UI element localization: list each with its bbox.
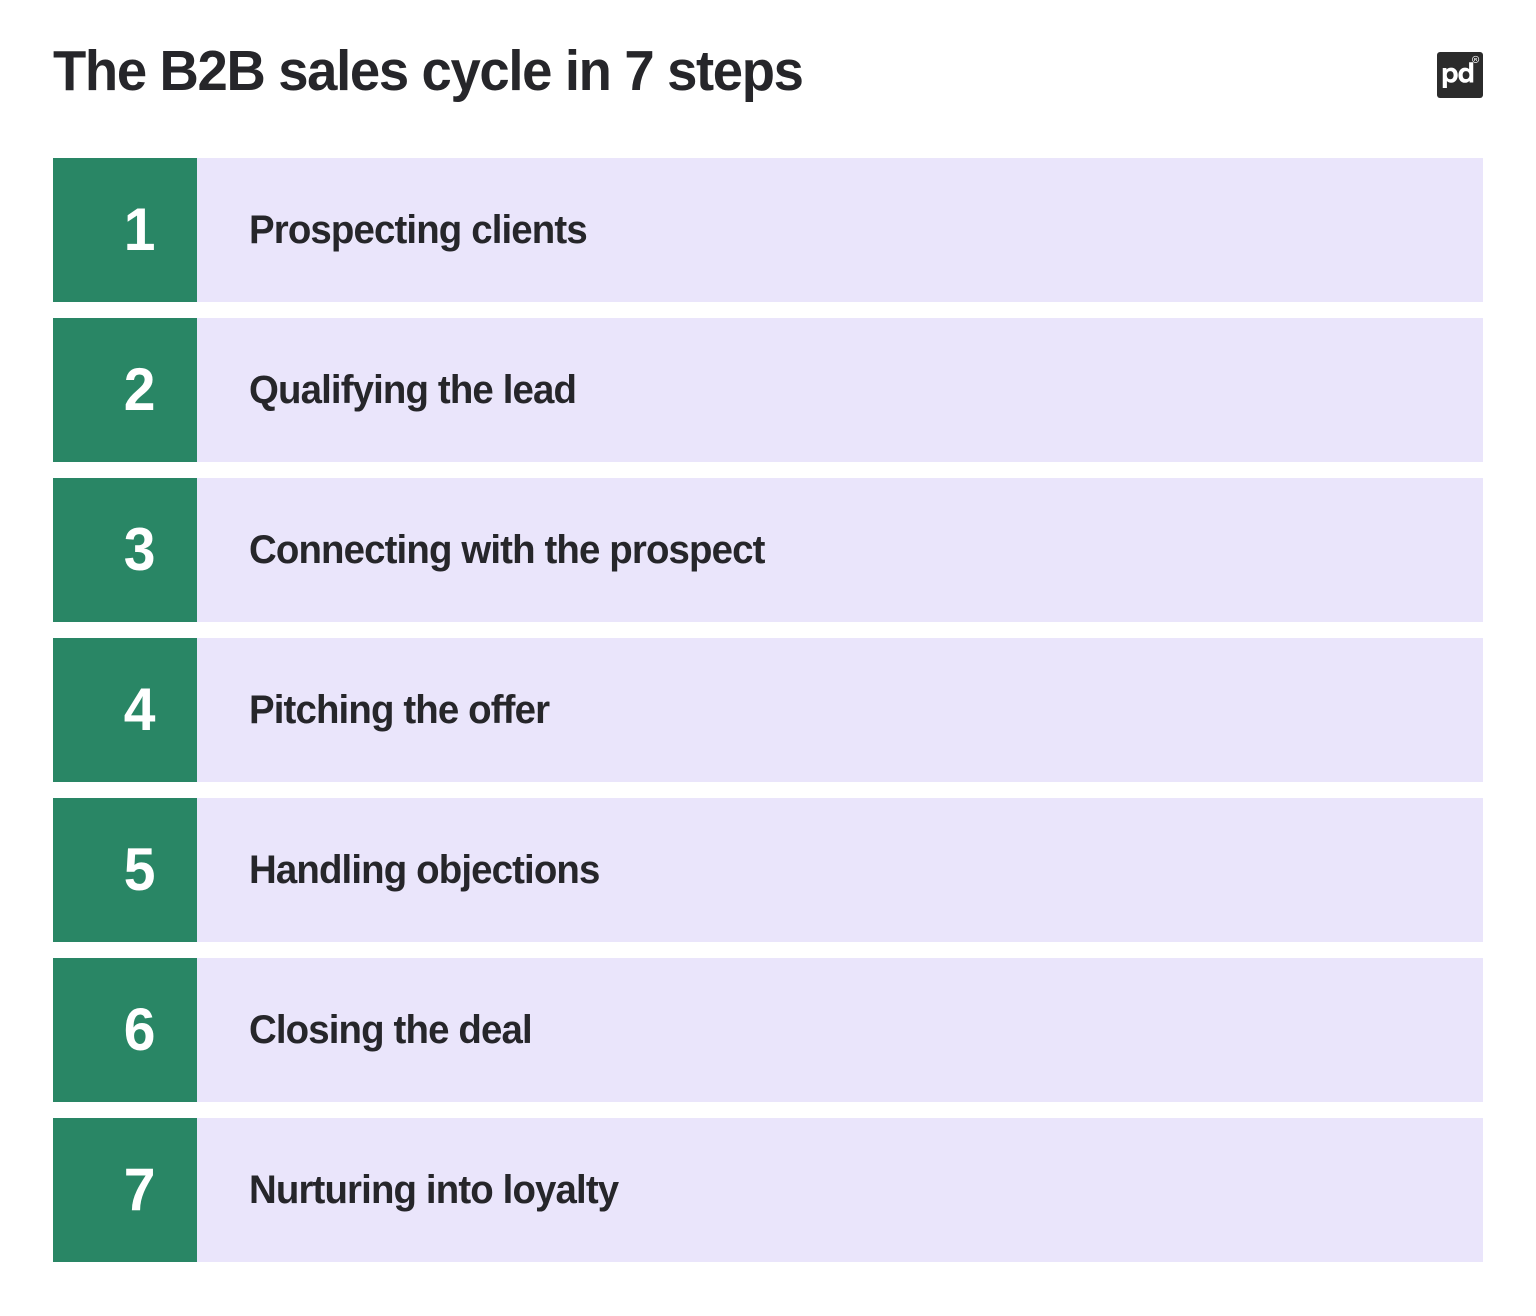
step-number: 6 <box>123 996 156 1063</box>
step-number: 5 <box>123 836 156 903</box>
step-label: Qualifying the lead <box>249 368 577 412</box>
step-number: 4 <box>123 676 156 743</box>
step-label-cell: Pitching the offer <box>197 638 1483 782</box>
step-number-badge: 5 <box>53 798 197 942</box>
steps-list: 1 Prospecting clients 2 Qualifying the l… <box>53 158 1483 1262</box>
step-label: Connecting with the prospect <box>249 528 765 572</box>
step-number: 1 <box>123 196 156 263</box>
step-number-badge: 6 <box>53 958 197 1102</box>
pipedrive-logo: R <box>1437 52 1483 98</box>
registered-trademark-icon: R <box>1472 55 1480 63</box>
page-title: The B2B sales cycle in 7 steps <box>53 39 804 103</box>
step-number-badge: 2 <box>53 318 197 462</box>
step-number-badge: 4 <box>53 638 197 782</box>
step-label: Pitching the offer <box>249 688 550 732</box>
step-row: 5 Handling objections <box>53 798 1483 942</box>
step-number: 7 <box>123 1156 156 1223</box>
step-number: 2 <box>123 356 156 423</box>
step-label-cell: Handling objections <box>197 798 1483 942</box>
svg-text:R: R <box>1474 57 1478 62</box>
header: The B2B sales cycle in 7 steps R <box>53 38 1483 110</box>
step-number-badge: 1 <box>53 158 197 302</box>
step-row: 1 Prospecting clients <box>53 158 1483 302</box>
step-number: 3 <box>123 516 156 583</box>
step-row: 3 Connecting with the prospect <box>53 478 1483 622</box>
step-row: 6 Closing the deal <box>53 958 1483 1102</box>
step-label-cell: Connecting with the prospect <box>197 478 1483 622</box>
step-label-cell: Prospecting clients <box>197 158 1483 302</box>
step-number-badge: 3 <box>53 478 197 622</box>
step-number-badge: 7 <box>53 1118 197 1262</box>
step-label-cell: Qualifying the lead <box>197 318 1483 462</box>
step-label-cell: Closing the deal <box>197 958 1483 1102</box>
step-row: 7 Nurturing into loyalty <box>53 1118 1483 1262</box>
step-row: 2 Qualifying the lead <box>53 318 1483 462</box>
step-row: 4 Pitching the offer <box>53 638 1483 782</box>
step-label: Handling objections <box>249 848 600 892</box>
step-label: Prospecting clients <box>249 208 588 252</box>
step-label-cell: Nurturing into loyalty <box>197 1118 1483 1262</box>
step-label: Closing the deal <box>249 1008 533 1052</box>
step-label: Nurturing into loyalty <box>249 1168 619 1212</box>
